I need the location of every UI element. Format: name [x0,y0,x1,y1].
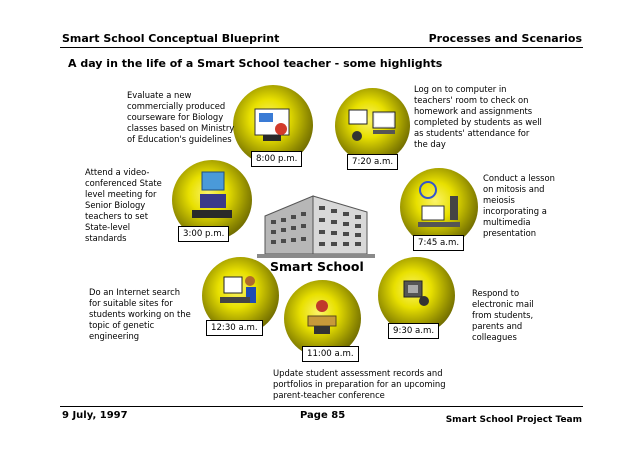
event-930am-description: Respond to electronic mail from students… [472,288,534,342]
lesson-circle [400,168,478,246]
event-3pm-description: Attend a video- conferenced State level … [85,167,162,243]
footer-team: Smart School Project Team [445,415,582,425]
header-section: Processes and Scenarios [428,32,582,45]
event-1100am-description: Update student assessment records and po… [273,368,446,400]
assessment-records-circle [284,280,361,357]
mail-icon [403,280,429,306]
event-8pm-description: Evaluate a new commercially produced cou… [127,90,235,144]
event-8pm-time: 8:00 p.m. [251,151,303,167]
event-720am-time: 7:20 a.m. [347,154,399,170]
event-3pm-time: 3:00 p.m. [178,226,230,242]
event-745am-time: 7:45 a.m. [413,235,465,251]
event-930am-time: 9:30 a.m. [388,323,440,339]
microscope-icon [418,181,460,227]
email-circle [378,257,455,334]
footer-page-number: Page 85 [300,410,346,421]
center-label: Smart School [270,259,364,274]
records-icon [307,300,337,334]
video-conference-icon [192,171,232,218]
footer-date: 9 July, 1997 [62,410,128,421]
event-1230am-time: 12:30 a.m. [206,320,263,336]
page-subtitle: A day in the life of a Smart School teac… [68,57,443,70]
header-title: Smart School Conceptual Blueprint [62,32,280,45]
event-1100am-time: 11:00 a.m. [302,346,359,362]
building-icon [257,195,375,258]
person-at-computer-icon [220,276,256,303]
event-720am-description: Log on to computer in teachers' room to … [414,84,542,149]
event-745am-description: Conduct a lesson on mitosis and meiosis … [483,173,555,238]
teacher-reading-icon [254,108,290,141]
footer-divider [60,406,583,407]
school-building-image [257,182,375,262]
header-divider [60,47,583,48]
computer-icon [348,109,396,141]
event-1230am-description: Do an Internet search for suitable sites… [89,287,191,341]
computer-login-circle [335,88,410,163]
